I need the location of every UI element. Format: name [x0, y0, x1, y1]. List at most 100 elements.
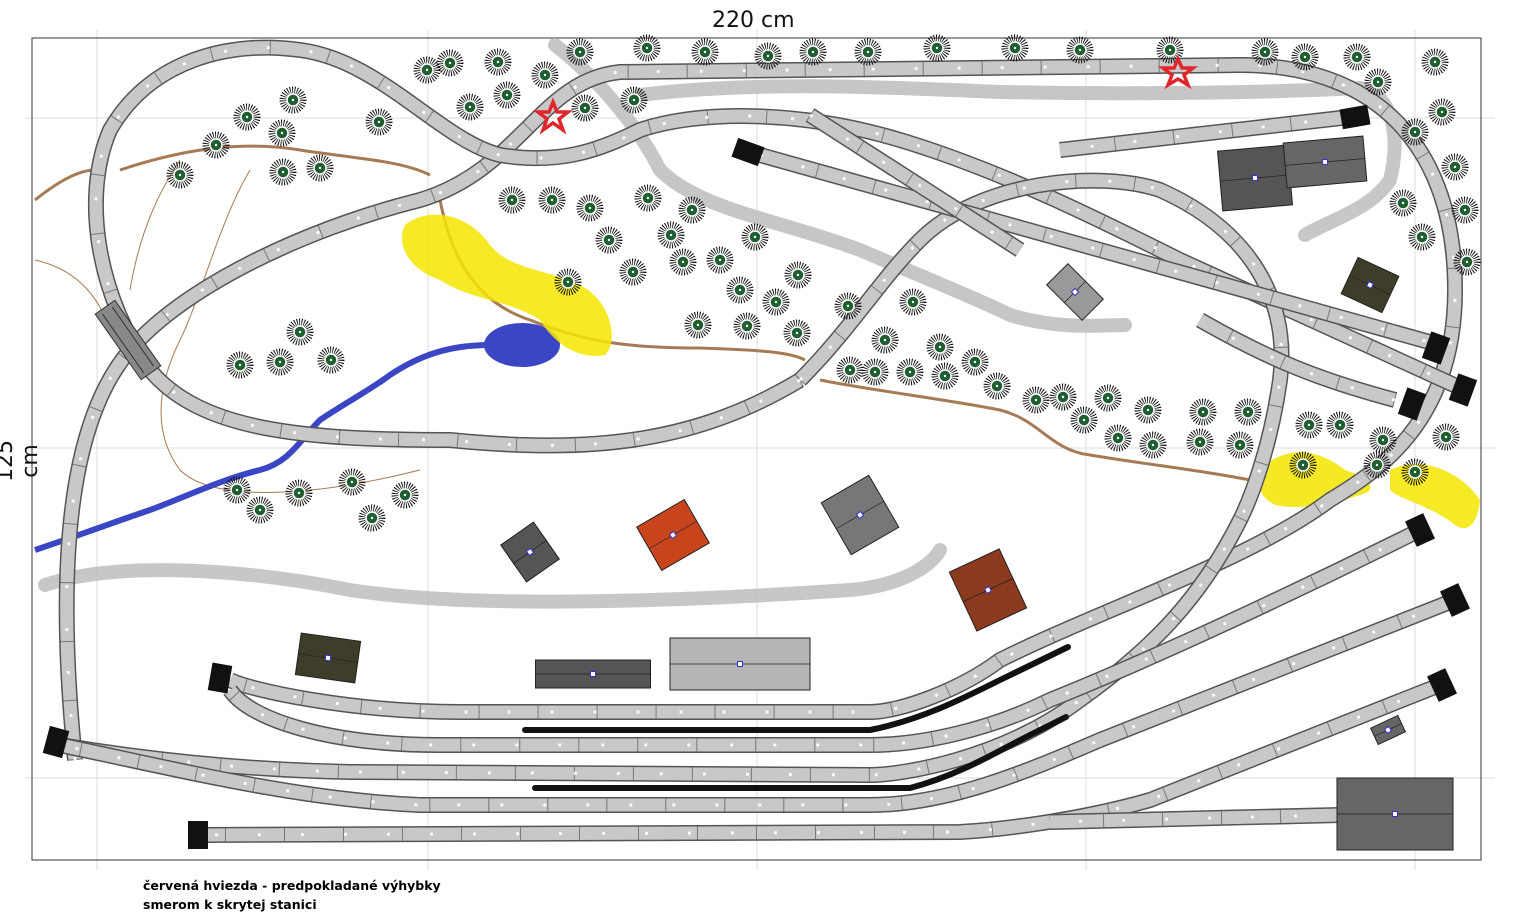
tree-icon	[1408, 223, 1436, 251]
turnout-star-icon[interactable]	[1157, 54, 1199, 90]
building-icon	[636, 498, 710, 572]
tree-icon	[926, 333, 954, 361]
tree-icon	[317, 346, 345, 374]
tree-icon	[365, 108, 393, 136]
buffer-stop-icon	[1427, 668, 1457, 702]
track-segment	[199, 677, 1443, 843]
tree-icon	[1156, 36, 1184, 64]
buffer-stop-icon	[188, 821, 208, 849]
building-icon	[1369, 714, 1407, 746]
tree-icon	[285, 479, 313, 507]
tree-icon	[706, 246, 734, 274]
building-icon	[1336, 777, 1454, 851]
tree-icon	[1134, 396, 1162, 424]
buffer-stop-icon	[1448, 373, 1478, 407]
building-icon	[535, 659, 651, 689]
tree-icon	[1389, 189, 1417, 217]
tree-icon	[1421, 48, 1449, 76]
tree-icon	[338, 468, 366, 496]
tree-icon	[1049, 383, 1077, 411]
tree-icon	[1453, 248, 1481, 276]
tree-icon	[762, 288, 790, 316]
tree-icon	[861, 358, 889, 386]
bridge[interactable]	[94, 299, 162, 381]
tree-icon	[266, 348, 294, 376]
tree-icon	[202, 131, 230, 159]
river	[34, 323, 560, 553]
height-dimension-label: 125 cm	[0, 440, 43, 482]
tree-icon	[1401, 118, 1429, 146]
tree-icon	[871, 326, 899, 354]
buffer-stop-icon	[1397, 387, 1427, 421]
tree-icon	[436, 49, 464, 77]
tree-icon	[1251, 38, 1279, 66]
building-icon	[294, 632, 362, 684]
buffer-stop-icon	[42, 725, 70, 759]
tree-icon	[595, 226, 623, 254]
tree-icon	[1401, 458, 1429, 486]
tree-icon	[498, 186, 526, 214]
trees	[166, 34, 1481, 532]
track-segment	[58, 592, 1458, 813]
turnout-stars	[532, 54, 1199, 135]
platforms	[522, 644, 1071, 791]
tree-icon	[620, 86, 648, 114]
baseboard-outline	[31, 37, 1482, 861]
tree-icon	[1295, 411, 1323, 439]
tree-icon	[1234, 398, 1262, 426]
tree-icon	[484, 48, 512, 76]
track-segment	[757, 147, 1443, 353]
tree-icon	[391, 481, 419, 509]
track-segment	[805, 108, 1025, 257]
tree-icon	[854, 38, 882, 66]
building-icon	[500, 521, 560, 583]
tree-icon	[279, 86, 307, 114]
tree-icon	[554, 268, 582, 296]
tree-icon	[741, 223, 769, 251]
tree-icon	[358, 504, 386, 532]
tree-icon	[669, 248, 697, 276]
building-icon	[1282, 135, 1368, 189]
buffer-stop-icon	[1440, 583, 1470, 617]
building-icon	[820, 474, 900, 556]
tree-icon	[678, 196, 706, 224]
track-segment	[1196, 313, 1398, 408]
tree-icon	[923, 34, 951, 62]
building-icon	[948, 548, 1028, 632]
tree-icon	[269, 158, 297, 186]
tree-icon	[246, 496, 274, 524]
tree-icon	[1291, 43, 1319, 71]
track-segment	[1059, 109, 1351, 158]
tree-icon	[1441, 153, 1469, 181]
tree-icon	[784, 261, 812, 289]
tree-icon	[226, 351, 254, 379]
turnout-star-icon[interactable]	[532, 97, 574, 135]
building-icon	[1046, 263, 1104, 321]
tree-icon	[691, 38, 719, 66]
tree-icon	[576, 194, 604, 222]
tree-icon	[1451, 196, 1479, 224]
track-segment	[1049, 807, 1341, 830]
tree-icon	[413, 56, 441, 84]
tree-icon	[961, 348, 989, 376]
tree-icon	[566, 38, 594, 66]
tree-icon	[1428, 98, 1456, 126]
tree-icon	[657, 221, 685, 249]
tree-icon	[834, 292, 862, 320]
buildings	[294, 135, 1454, 851]
tree-icon	[538, 186, 566, 214]
tree-icon	[733, 312, 761, 340]
tree-icon	[799, 38, 827, 66]
tree-icon	[1070, 406, 1098, 434]
tree-icon	[684, 311, 712, 339]
tree-icon	[754, 42, 782, 70]
tree-icon	[268, 119, 296, 147]
buffer-stop-icon	[1339, 104, 1371, 130]
buffer-stop-icon	[731, 137, 765, 167]
tree-icon	[896, 358, 924, 386]
tree-icon	[1363, 451, 1391, 479]
tree-icon	[233, 103, 261, 131]
tree-icon	[1364, 68, 1392, 96]
tree-icon	[633, 34, 661, 62]
tree-icon	[1189, 398, 1217, 426]
